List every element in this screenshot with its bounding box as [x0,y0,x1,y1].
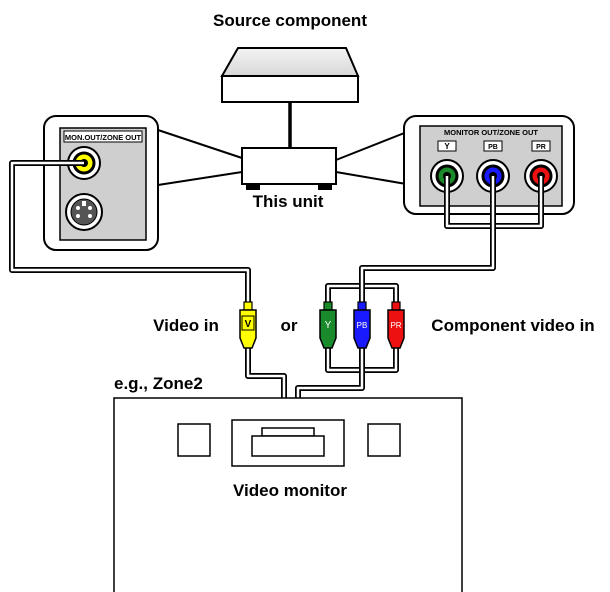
pb-plug[interactable] [353,301,371,349]
monitor-right-square [367,423,401,457]
monitor-left-square [177,423,211,457]
this-unit [241,147,337,190]
composite-cable [10,161,250,306]
pr-jack-label: PR [536,144,546,151]
left-callout-line [157,129,243,159]
pb-jack-label: PB [488,144,498,151]
y-jack-label: Y [444,142,450,151]
y-plug-label: Y [325,320,332,331]
component-cable [360,226,495,282]
video-monitor [113,397,463,592]
pr-plug-label: PR [390,321,401,330]
video-monitor-label: Video monitor [233,481,347,500]
video-plug-label: V [245,319,252,330]
pr-plug[interactable] [387,301,405,349]
video-plug[interactable] [239,301,257,349]
right-panel-header: MONITOR OUT/ZONE OUT [444,128,538,137]
right-callout-line [335,129,413,161]
zone-label: e.g., Zone2 [114,374,203,393]
source-component-label: Source component [213,11,367,30]
pr-jack-label-box [531,140,551,152]
s-video-jack[interactable] [65,193,103,231]
monitor-connector-top [261,427,315,437]
left-callout-line-lower [157,171,243,186]
or-label: or [281,316,298,335]
video-in-label: Video in [153,316,219,335]
source-component [220,47,360,103]
monitor-connector-block [251,435,325,457]
y-plug[interactable] [319,301,337,349]
pb-jack-label-box [483,140,503,152]
this-unit-label: This unit [253,192,324,211]
right-callout-line-lower [335,171,413,186]
component-cable-outline [359,226,496,282]
component-video-in-label: Component video in [431,316,594,335]
pb-plug-label: PB [357,321,368,330]
left-panel-header: MON.OUT/ZONE OUT [65,133,142,142]
y-jack-label-box [437,140,457,152]
